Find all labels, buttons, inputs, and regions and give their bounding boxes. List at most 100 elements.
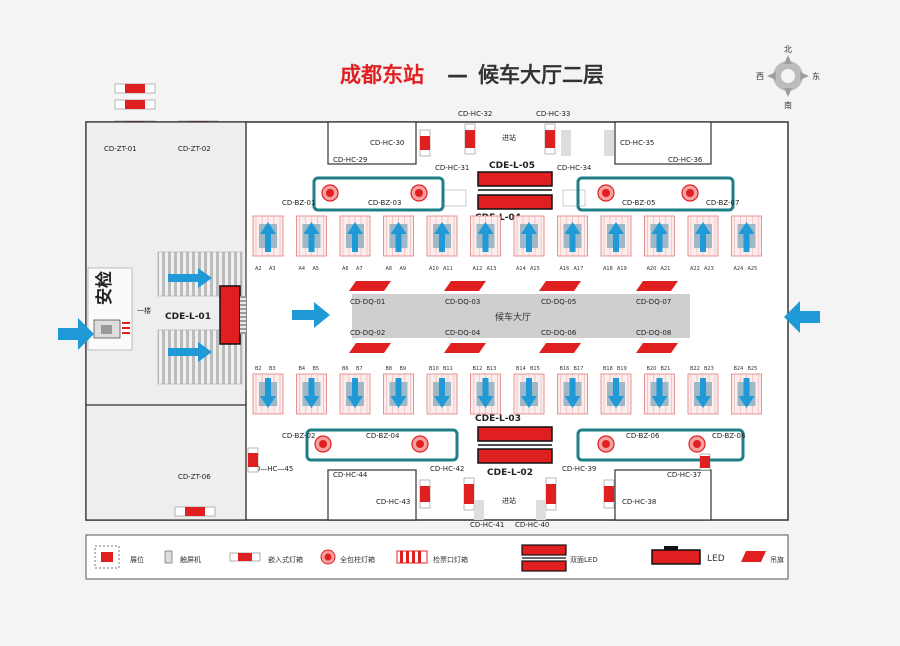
pillar-lightbox-icon bbox=[314, 435, 706, 453]
gate-unit bbox=[513, 373, 545, 415]
gate-label: A23 bbox=[704, 266, 714, 272]
gate-unit bbox=[731, 215, 762, 257]
gate-label: A15 bbox=[530, 266, 540, 272]
label-hc34: CD-HC-34 bbox=[557, 164, 592, 172]
gate-unit bbox=[687, 215, 719, 257]
legend-embedded-icon bbox=[229, 552, 261, 562]
gate-label: B3 bbox=[269, 366, 276, 372]
room-hc35 bbox=[614, 121, 712, 165]
gate-label: B14 bbox=[516, 366, 526, 372]
arrow-up-icon bbox=[695, 222, 711, 252]
waiting-hall-corridor bbox=[352, 294, 690, 338]
arrow-up-icon bbox=[347, 222, 363, 252]
gate-label: A24 bbox=[734, 266, 744, 272]
arrow-right-icon bbox=[168, 342, 212, 362]
gate-unit bbox=[252, 215, 284, 257]
legend-double-led-icon bbox=[521, 544, 567, 572]
pillar-group-bz05-bz07 bbox=[576, 176, 735, 212]
map-title-station: 成都东站 bbox=[340, 63, 424, 87]
embedded-lightbox-vertical bbox=[419, 123, 614, 157]
gate-label: A9 bbox=[400, 266, 407, 272]
label-dq06: CD-DQ-06 bbox=[541, 329, 577, 337]
label-hc39: CD-HC-39 bbox=[562, 465, 596, 473]
arrow-up-icon bbox=[521, 222, 537, 252]
gate-label: A3 bbox=[269, 266, 276, 272]
arrow-right-icon bbox=[292, 302, 330, 328]
arrow-up-icon bbox=[608, 222, 624, 252]
arrow-down-icon bbox=[738, 378, 755, 408]
label-bz01: CD-BZ-01 bbox=[282, 199, 315, 207]
label-zt02: CD-ZT-02 bbox=[178, 145, 211, 153]
label-dq02: CD-DQ-02 bbox=[350, 329, 385, 337]
arrow-left-icon bbox=[784, 301, 820, 333]
arrow-down-icon bbox=[608, 378, 624, 408]
gate-label: B13 bbox=[487, 366, 497, 372]
legend-led-icon bbox=[651, 546, 701, 565]
label-bz07: CD-BZ-07 bbox=[706, 199, 739, 207]
embedded-lightbox-zt06 bbox=[174, 506, 216, 517]
legend-kiosk-icon bbox=[94, 545, 120, 569]
gate-label: A16 bbox=[560, 266, 570, 272]
label-zt01: CD-ZT-01 bbox=[104, 145, 137, 153]
arrow-down-icon bbox=[303, 378, 320, 408]
arrow-down-icon bbox=[347, 378, 363, 408]
double-led-bottom bbox=[477, 426, 553, 464]
label-hc37: CD-HC-37 bbox=[667, 471, 701, 479]
label-dq04: CD-DQ-04 bbox=[445, 329, 481, 337]
pillar-lightbox-icon bbox=[321, 184, 699, 202]
gate-label: B24 bbox=[734, 366, 744, 372]
room-hc43 bbox=[327, 469, 417, 521]
label-hc38: CD-HC-38 bbox=[622, 498, 656, 506]
gate-unit bbox=[426, 373, 458, 415]
pillar-group-bz02-bz04 bbox=[305, 428, 459, 462]
legend-gate-icon bbox=[396, 550, 428, 564]
arrow-down-icon bbox=[390, 378, 407, 408]
gate-label: A19 bbox=[617, 266, 627, 272]
label-l02: CDE-L-02 bbox=[487, 468, 533, 478]
label-hc29: CD-HC-29 bbox=[333, 156, 367, 164]
gate-label: B21 bbox=[661, 366, 671, 372]
label-bz08: CD-BZ-08 bbox=[712, 432, 745, 440]
gate-label: A13 bbox=[487, 266, 497, 272]
label-dq05: CD-DQ-05 bbox=[541, 298, 576, 306]
gate-unit bbox=[600, 215, 632, 257]
gate-label: B23 bbox=[704, 366, 714, 372]
label-entry-top: 进站 bbox=[502, 133, 516, 142]
gate-label: B2 bbox=[255, 366, 262, 372]
gate-unit bbox=[339, 373, 371, 415]
label-hc45: CD—HC—45 bbox=[250, 465, 293, 473]
label-hc44: CD-HC-44 bbox=[333, 471, 368, 479]
label-hc40: CD-HC-40 bbox=[515, 521, 549, 529]
label-l01: CDE-L-01 bbox=[165, 312, 211, 322]
label-hc43: CD-HC-43 bbox=[376, 498, 410, 506]
label-bz06: CD-BZ-06 bbox=[626, 432, 660, 440]
double-led-top bbox=[477, 171, 553, 210]
gate-label: A7 bbox=[356, 266, 363, 272]
label-entry-bottom: 进站 bbox=[502, 496, 516, 505]
gate-label: A8 bbox=[386, 266, 393, 272]
pillar-group-bz01-bz03 bbox=[312, 176, 445, 212]
label-hc35: CD-HC-35 bbox=[620, 139, 654, 147]
label-bz05: CD-BZ-05 bbox=[622, 199, 655, 207]
label-zt06: CD-ZT-06 bbox=[178, 473, 211, 481]
gate-label: A17 bbox=[574, 266, 584, 272]
arrow-down-icon bbox=[564, 378, 581, 408]
legend-screen-icon bbox=[164, 550, 173, 564]
legend-screen: 触屏机 bbox=[180, 555, 201, 564]
label-hc41: CD-HC-41 bbox=[470, 521, 504, 529]
label-dq03: CD-DQ-03 bbox=[445, 298, 480, 306]
label-l05: CDE-L-05 bbox=[489, 161, 535, 171]
arrow-down-icon bbox=[695, 378, 711, 408]
gate-label: A14 bbox=[516, 266, 526, 272]
gate-label: A18 bbox=[603, 266, 613, 272]
arrow-down-icon bbox=[434, 378, 450, 408]
arrow-down-icon bbox=[477, 378, 494, 408]
gate-label: B25 bbox=[748, 366, 758, 372]
legend-flag-icon bbox=[741, 551, 766, 562]
room-hc30 bbox=[327, 121, 417, 165]
gate-label: A5 bbox=[313, 266, 320, 272]
gate-unit bbox=[600, 373, 632, 415]
gate-unit bbox=[731, 373, 762, 415]
